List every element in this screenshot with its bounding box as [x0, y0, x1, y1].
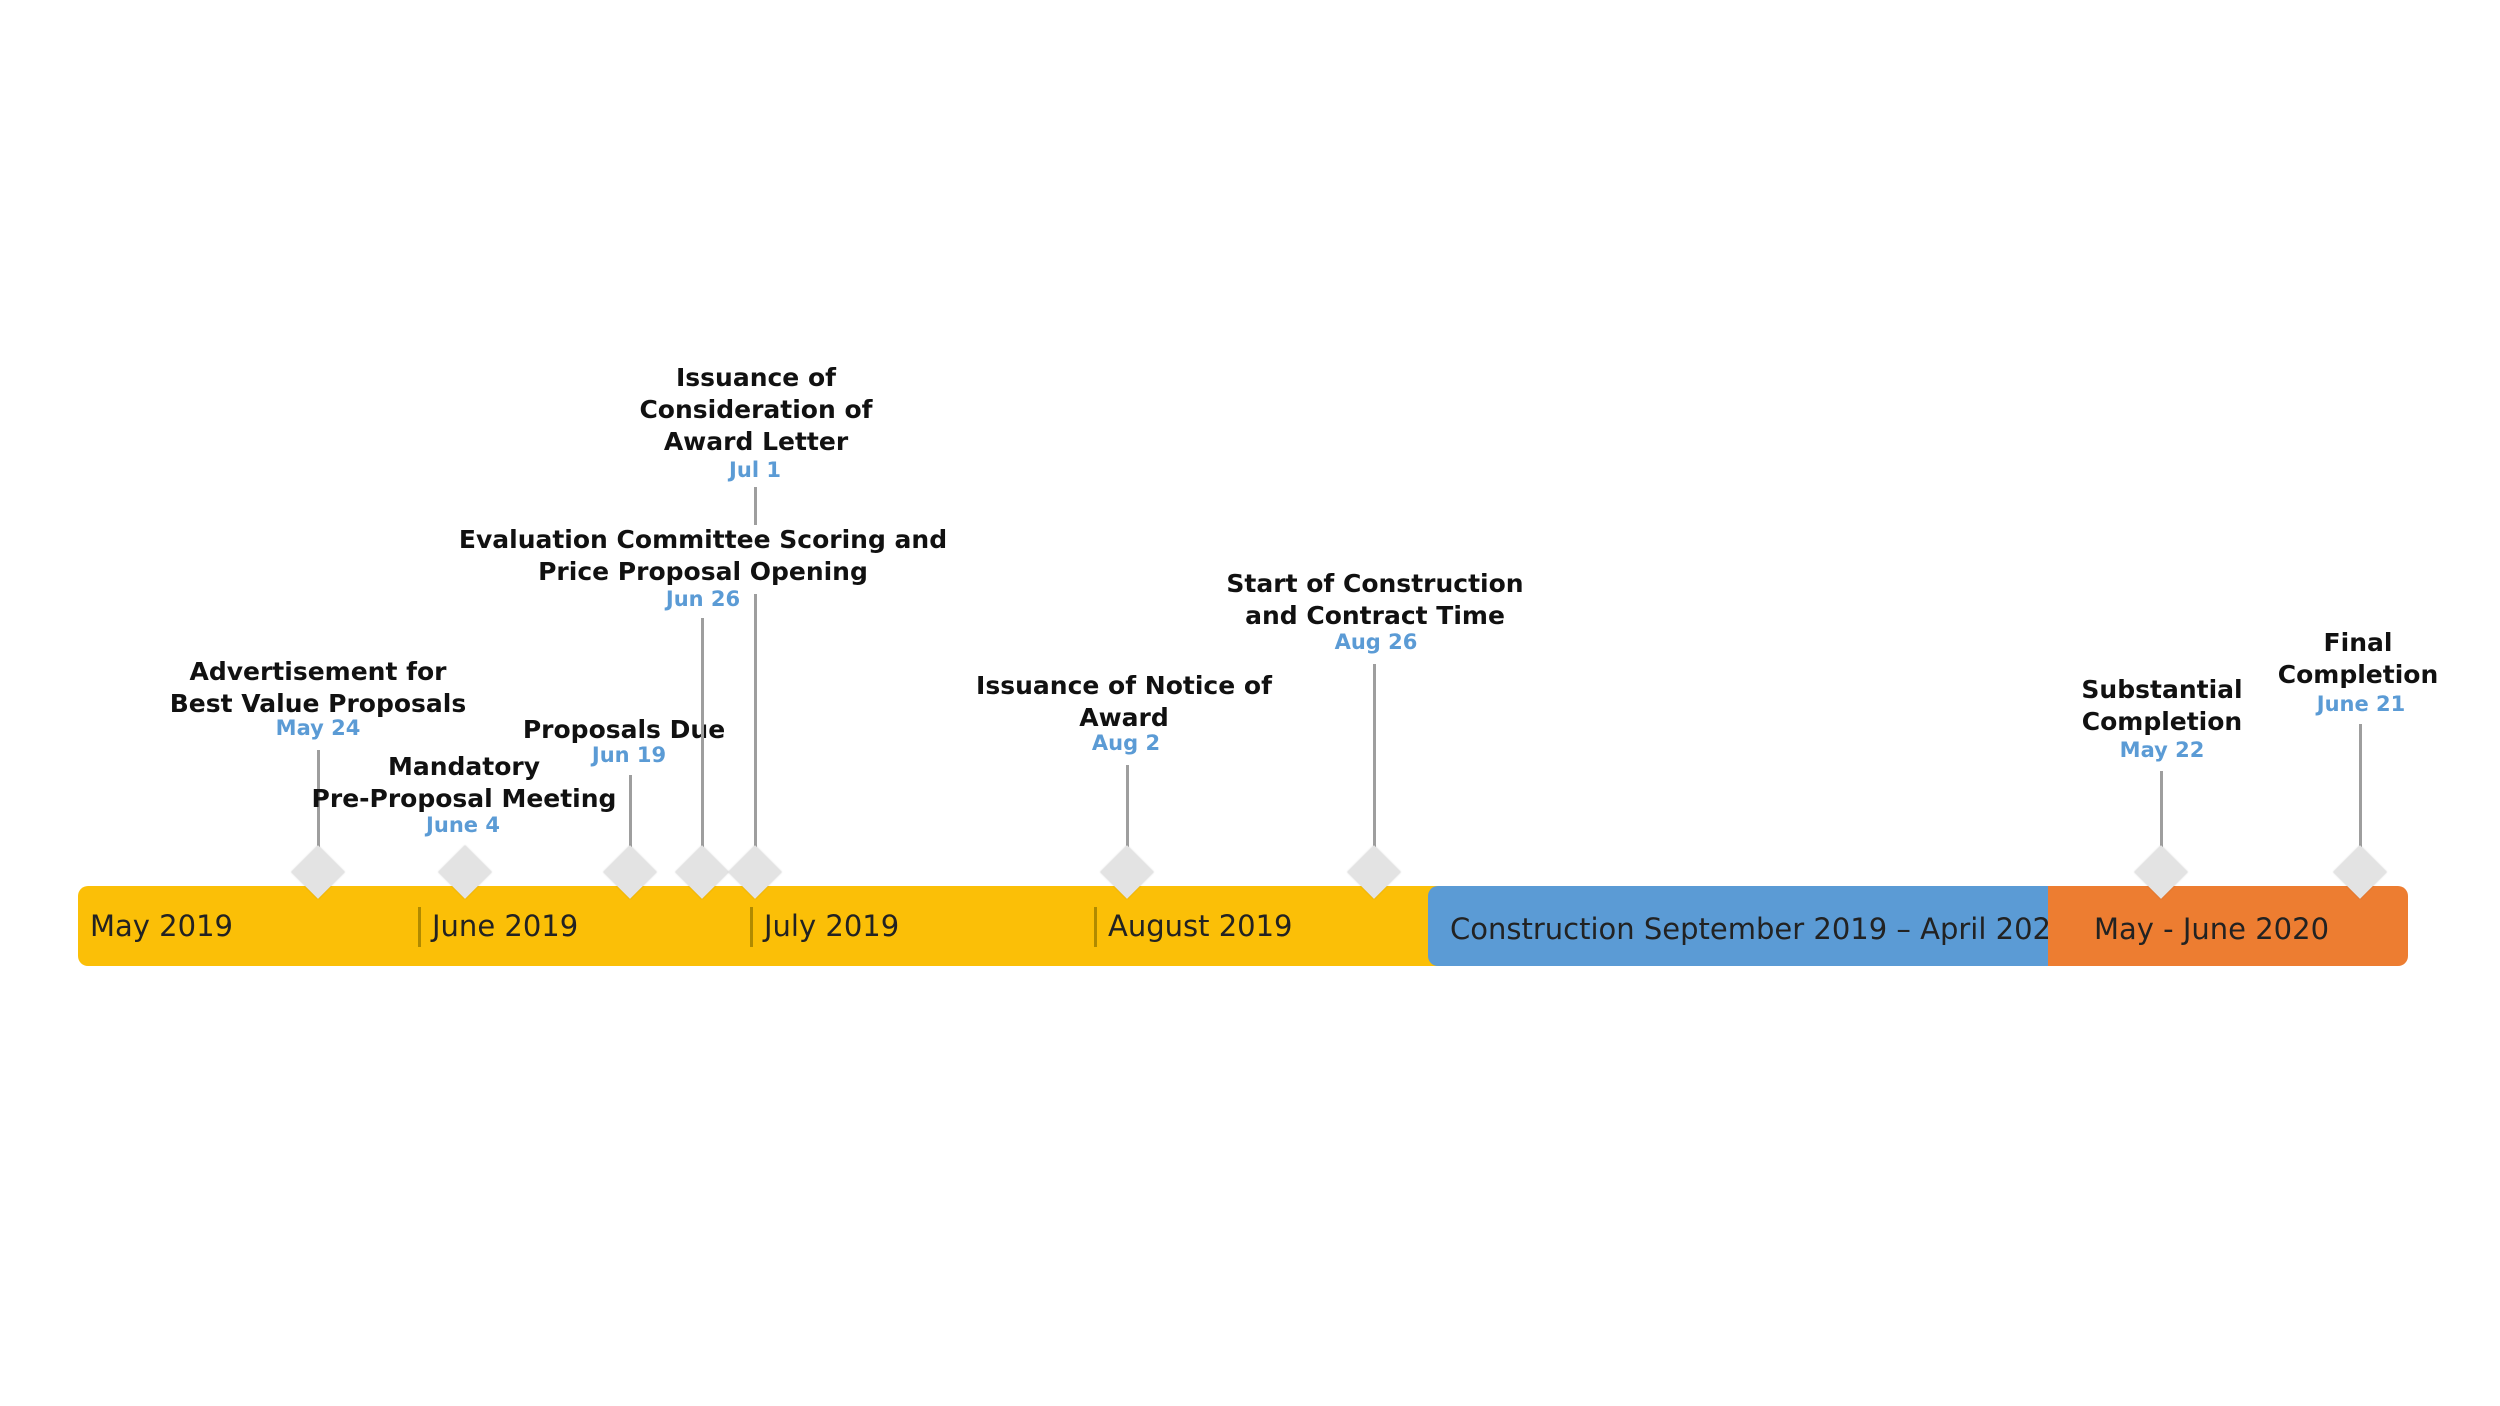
month-label-may-2019: May 2019 [90, 909, 233, 943]
milestone-stem [1126, 765, 1129, 872]
milestone-date: June 4 [426, 813, 500, 837]
milestone-title: Final Completion [2277, 628, 2439, 689]
milestone-title: Substantial Completion [2081, 675, 2243, 736]
milestone-date: Aug 26 [1334, 630, 1418, 654]
construction-label: Construction September 2019 – April 2020 [1450, 912, 2070, 946]
month-divider [418, 907, 421, 947]
milestone-date: May 22 [2119, 738, 2205, 762]
planning-bar: May 2019 June 2019 July 2019 August 2019 [78, 886, 1438, 966]
completion-bar: May - June 2020 [2048, 886, 2408, 966]
milestone-date: June 21 [2316, 692, 2406, 716]
milestone-title: Advertisement for Best Value Proposals [169, 657, 467, 718]
month-divider [750, 907, 753, 947]
milestone-stem [2160, 771, 2163, 872]
milestone-date: May 24 [275, 716, 361, 740]
milestone-stem [754, 487, 757, 525]
milestone-title: Evaluation Committee Scoring and Price P… [458, 525, 948, 586]
month-label-july-2019: July 2019 [764, 909, 900, 943]
milestone-title: Issuance of Consideration of Award Lette… [639, 363, 873, 456]
milestone-date: Jun 19 [591, 743, 667, 767]
milestone-stem [2359, 724, 2362, 872]
milestone-date: Jun 26 [665, 587, 741, 611]
milestone-stem [701, 618, 704, 872]
milestone-stem [317, 750, 320, 872]
milestone-stem [754, 594, 757, 872]
milestone-title: Mandatory Pre-Proposal Meeting [311, 752, 617, 813]
milestone-title: Proposals Due [522, 715, 726, 744]
milestone-title: Issuance of Notice of Award [976, 671, 1272, 732]
milestone-date: Aug 2 [1091, 731, 1161, 755]
month-label-august-2019: August 2019 [1108, 909, 1293, 943]
completion-label: May - June 2020 [2094, 912, 2330, 946]
milestone-stem [1373, 664, 1376, 872]
milestone-stem [629, 775, 632, 872]
milestone-title: Start of Construction and Contract Time [1226, 569, 1524, 630]
month-divider [1094, 907, 1097, 947]
construction-bar: Construction September 2019 – April 2020 [1428, 886, 2069, 966]
month-label-june-2019: June 2019 [432, 909, 579, 943]
milestone-date: Jul 1 [729, 458, 781, 482]
